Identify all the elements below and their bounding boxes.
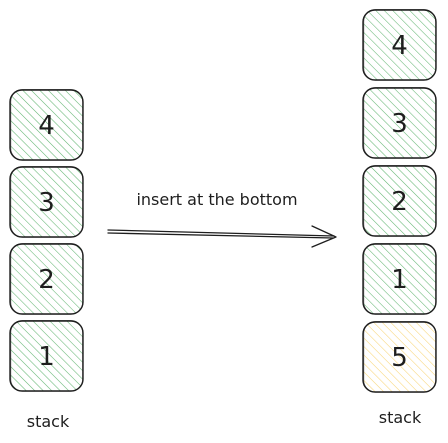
insert-arrow [107,225,337,248]
stack-cell-5: 5 [362,320,437,393]
right-stack: 4 3 2 1 5 [362,8,437,393]
cell-box-outline [363,8,436,81]
cell-value: 4 [391,31,408,61]
cell-box-outline [363,242,436,315]
cell-box-outline [363,87,436,159]
cell-value: 2 [38,265,55,295]
cell-value: 4 [38,111,55,141]
arrow-label: insert at the bottom [136,190,297,209]
arrow-shaft [107,229,335,239]
stack-cell-4: 4 [9,89,84,161]
cell-box-outline [10,242,84,315]
stack-cell-2: 2 [9,242,84,315]
cell-value: 3 [391,109,408,139]
cell-value: 1 [38,342,55,372]
cell-value: 2 [391,187,408,217]
right-stack-label: stack [379,408,422,427]
stack-cell-1: 1 [362,242,437,315]
cell-value: 3 [38,188,55,218]
cell-box-outline [10,165,84,238]
left-stack-label: stack [27,412,70,431]
left-stack: 4 3 2 1 [9,89,84,392]
cell-box-outline [10,319,84,392]
cell-box-outline [363,164,436,237]
stack-cell-3: 3 [362,87,437,159]
cell-box-outline [363,320,436,393]
cell-box-outline [10,89,84,161]
stack-cell-3: 3 [9,165,84,238]
stack-cell-4: 4 [362,8,437,81]
cell-value: 1 [391,265,408,295]
cell-value: 5 [391,343,408,373]
stack-cell-2: 2 [362,164,437,237]
stack-cell-1: 1 [9,319,84,392]
arrow-head [311,225,337,248]
